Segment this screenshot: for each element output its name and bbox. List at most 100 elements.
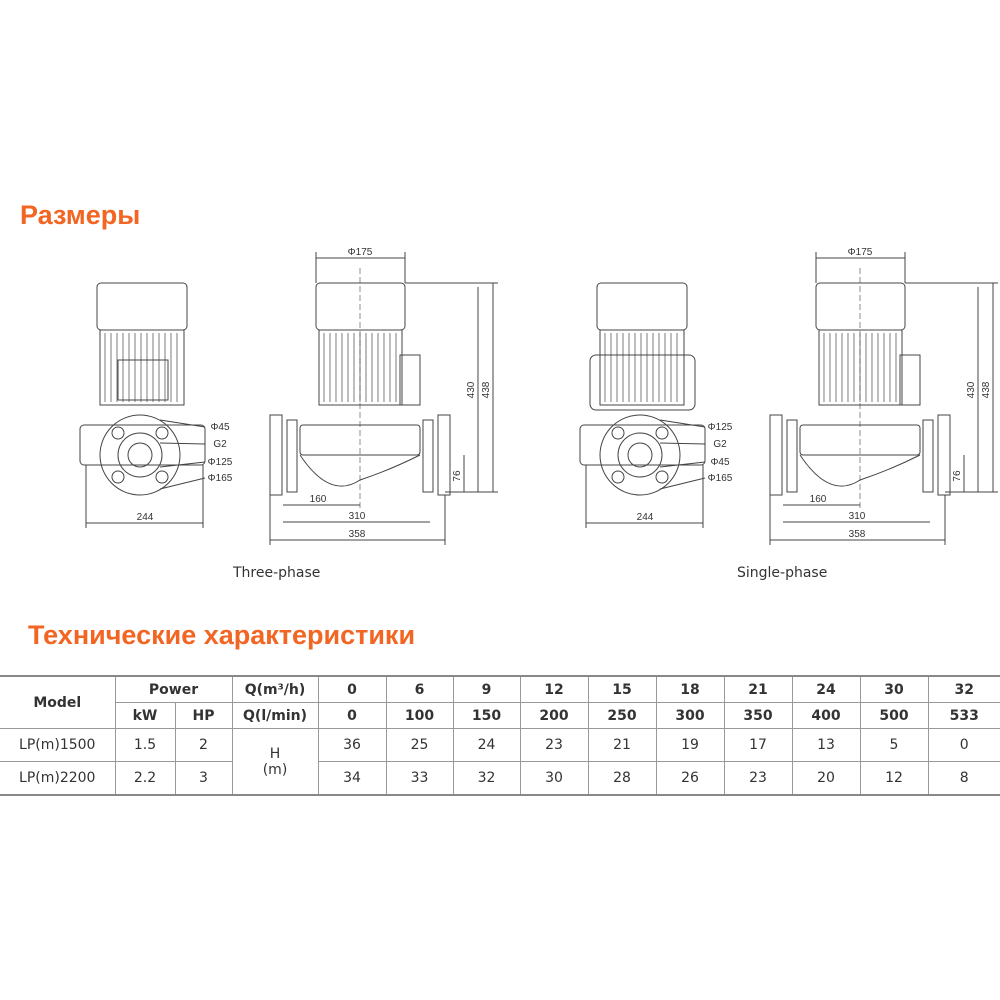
head-value-cell: 13 [791,728,861,762]
q-lmin-cell: 500 [859,702,929,729]
caption-three-phase: Three-phase [233,565,321,581]
dimension-label: Φ125 [208,457,233,468]
leader-line [159,461,206,468]
q-m3h-cell: 12 [519,675,589,703]
bolt-hole [155,426,169,440]
motor-fan-cover [96,282,188,331]
head-value-cell: 19 [655,728,725,762]
motor-body [99,329,185,406]
dimension-label: G2 [713,439,727,450]
motor-fan-cover [596,282,688,331]
bolt-hole [111,470,125,484]
q-lmin-cell: 300 [655,702,725,729]
head-value-cell: 23 [723,761,793,796]
dimension-label: 310 [849,511,866,522]
header-q-m3h: Q(m³/h) [231,675,319,703]
header-kw: kW [115,702,176,729]
dimension-label: Φ175 [348,247,373,258]
dimension-label: 430 [466,381,477,398]
dimension-label: 430 [966,381,977,398]
bolt-hole [655,426,669,440]
flange-bore [127,442,153,468]
q-m3h-cell: 18 [655,675,725,703]
q-m3h-cell: 9 [452,675,521,703]
q-m3h-cell: 21 [723,675,793,703]
q-m3h-cell: 6 [385,675,454,703]
flange-right [937,414,951,496]
leader-line [159,419,206,428]
head-value-cell: 30 [519,761,589,796]
dimension-label: 358 [349,529,366,540]
dimension-label: Φ165 [708,473,733,484]
q-m3h-cell: 30 [859,675,929,703]
capacitor-housing [589,354,696,411]
leader-line [159,477,206,490]
dimension-label: Φ125 [708,422,733,433]
kw-cell: 1.5 [114,728,176,762]
leader-line [659,477,706,490]
motor-fan-cover [815,282,906,331]
leader-line [659,442,706,445]
pump-body [79,424,206,466]
head-value-cell: 33 [385,761,454,796]
head-value-cell: 28 [587,761,657,796]
q-m3h-cell: 15 [587,675,657,703]
flange-outer [599,414,681,496]
head-value-cell: 0 [927,728,1000,762]
flange-left [769,414,783,496]
q-m3h-cell: 0 [317,675,387,703]
terminal-box [117,359,169,401]
dimension-label: 160 [810,494,827,505]
head-value-cell: 20 [791,761,861,796]
q-m3h-cell: 24 [791,675,861,703]
q-lmin-cell: 100 [385,702,454,729]
flange-left-inner [286,419,298,493]
flange-right-inner [422,419,434,493]
dimension-label: 438 [981,381,992,398]
leader-line [659,419,706,428]
q-lmin-cell: 400 [791,702,861,729]
model-cell: LP(m)2200 [0,761,116,796]
motor-fan-cover [315,282,406,331]
kw-cell: 2.2 [114,761,176,796]
caption-single-phase: Single-phase [737,565,828,581]
q-lmin-cell: 533 [927,702,1000,729]
model-cell: LP(m)1500 [0,728,116,762]
head-value-cell: 32 [452,761,521,796]
dimension-label: 160 [310,494,327,505]
q-lmin-cell: 250 [587,702,657,729]
dimension-label: 76 [452,470,463,482]
head-value-cell: 24 [452,728,521,762]
dimension-label: 310 [349,511,366,522]
specs-title: Технические характеристики [28,620,416,650]
dimension-label: Φ45 [710,457,730,468]
flange-right-inner [922,419,934,493]
bolt-hole [611,426,625,440]
header-q-lmin: Q(l/min) [231,702,319,729]
dimension-label: Φ165 [208,473,233,484]
header-model: Model [0,675,116,729]
dimension-label: 244 [137,512,154,523]
q-lmin-cell: 350 [723,702,793,729]
leader-line [159,442,206,445]
dimension-label: Φ175 [848,247,873,258]
bolt-hole [155,470,169,484]
leader-line [659,461,706,468]
flange-left [269,414,283,496]
hp-cell: 3 [174,761,233,796]
flange-right [437,414,451,496]
bolt-hole [611,470,625,484]
dimension-label: G2 [213,439,227,450]
pump-body [579,424,706,466]
dimension-label: Φ45 [210,422,230,433]
head-value-cell: 5 [859,728,929,762]
head-value-cell: 26 [655,761,725,796]
head-unit-cell: H(m) [231,728,319,796]
header-power: Power [114,675,233,703]
dimensions-title: Размеры [20,200,141,230]
head-value-cell: 23 [519,728,589,762]
